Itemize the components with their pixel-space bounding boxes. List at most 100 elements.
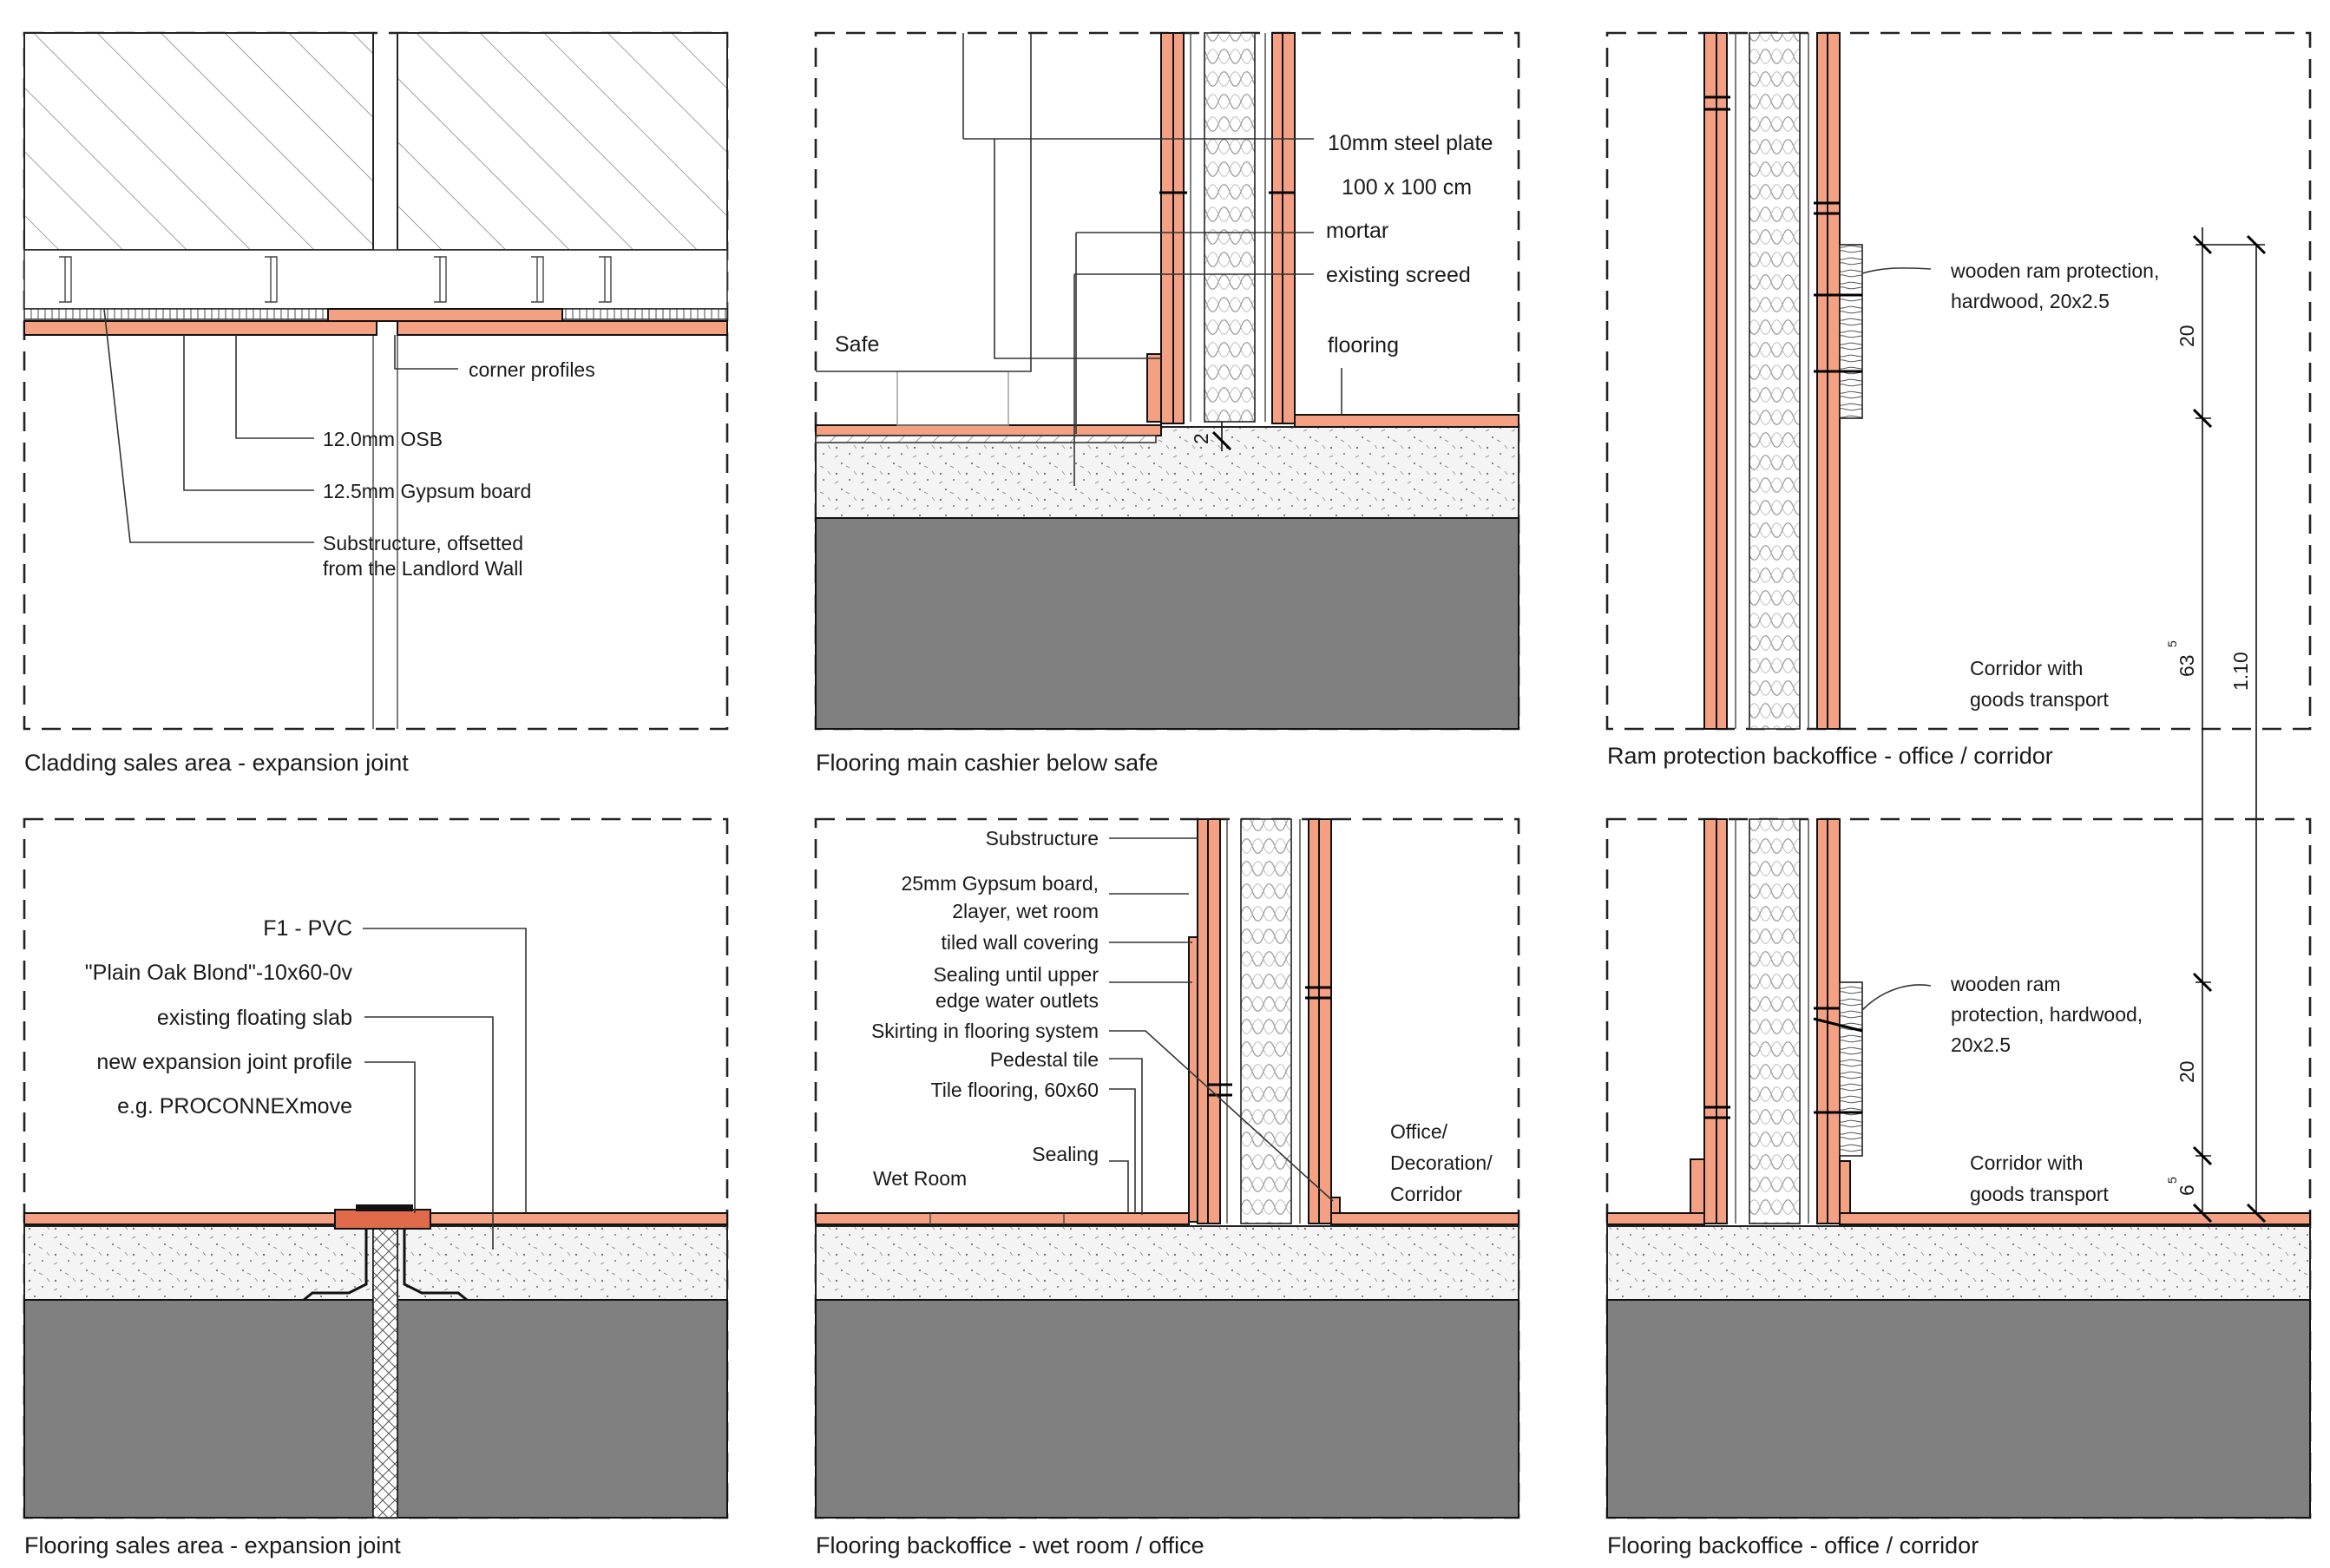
detail-floor-expansion-joint: F1 - PVC "Plain Oak Blond"-10x60-0v exis…	[23, 817, 729, 1558]
fixing-marks	[1704, 1007, 1863, 1119]
gypsum-board-left-2	[1207, 818, 1221, 1224]
gypsum-board-right-1	[1271, 32, 1283, 424]
detail-ram-protection: wooden ram protection, hardwood, 20x2.5 …	[1605, 31, 2312, 1217]
osb-board-left	[23, 308, 329, 320]
label-corridor-2: goods transport	[1970, 1183, 2109, 1205]
detail-office-corridor: wooden ram protection, hardwood, 20x2.5 …	[1605, 817, 2312, 1558]
dimension-63: 63	[2176, 654, 2198, 677]
insulation	[1749, 32, 1801, 730]
landlord-wall-left	[23, 32, 374, 251]
expansion-joint-profile	[334, 1209, 431, 1230]
detail-frame	[814, 817, 1520, 1519]
label-gypsum-board-1: 25mm Gypsum board,	[901, 872, 1099, 895]
label-pedestal-tile: Pedestal tile	[990, 1048, 1099, 1071]
gypsum-board-left-2	[1716, 32, 1728, 730]
floating-slab-right	[397, 1225, 728, 1301]
caption-detail-4: Flooring sales area - expansion joint	[24, 1532, 401, 1558]
detail-frame	[1605, 817, 2312, 1519]
office-flooring	[1330, 1212, 1519, 1225]
pvc-flooring-right	[405, 1212, 728, 1225]
detail-frame	[1605, 31, 2312, 731]
flooring-right	[1294, 414, 1519, 428]
label-corridor-2: goods transport	[1970, 688, 2109, 711]
detail-frame	[23, 31, 729, 731]
insulation	[1204, 32, 1256, 423]
label-expansion-profile: new expansion joint profile	[96, 1050, 352, 1074]
label-substructure: Substructure	[986, 827, 1099, 850]
skirting-left	[1690, 1158, 1705, 1214]
label-oak-blond: "Plain Oak Blond"-10x60-0v	[85, 961, 353, 985]
label-corridor-1: Corridor with	[1970, 1151, 2083, 1174]
flooring-left	[1606, 1212, 1705, 1225]
floating-slab-left	[23, 1225, 374, 1301]
dimension-6: 6	[2176, 1184, 2198, 1196]
osb-board-right	[561, 308, 728, 320]
tile-flooring	[815, 1212, 1190, 1225]
label-safe: Safe	[835, 332, 879, 357]
gypsum-board-right-2	[1318, 818, 1332, 1224]
mortar-bed	[815, 435, 1157, 443]
caption-detail-3: Ram protection backoffice - office / cor…	[1607, 743, 2053, 769]
label-gypsum-board: 12.5mm Gypsum board	[323, 480, 531, 502]
fixing-marks	[1159, 191, 1295, 451]
detail-cladding-expansion-joint: corner profiles 12.0mm OSB 12.5mm Gypsum…	[23, 31, 729, 776]
wooden-ram-protection	[1839, 981, 1863, 1157]
label-pvc: F1 - PVC	[263, 916, 352, 941]
gypsum-board-right-2	[1827, 32, 1841, 730]
profile-anchors	[303, 1229, 468, 1302]
gypsum-board-left-1	[1703, 32, 1717, 730]
skirting-right	[1839, 1160, 1851, 1214]
wooden-ram-protection	[1839, 244, 1863, 419]
label-sealing: Sealing	[1032, 1143, 1099, 1165]
gypsum-board-right-2	[1282, 32, 1296, 424]
gypsum-board-left-1	[1703, 818, 1717, 1224]
label-ram-protection-1: wooden ram protection,	[1950, 259, 2159, 282]
substructure-profiles	[59, 256, 612, 303]
concrete-slab-right	[397, 1299, 728, 1519]
label-ram-1: wooden ram	[1950, 973, 2061, 995]
label-wet-room: Wet Room	[873, 1167, 967, 1190]
concrete-slab-left	[23, 1299, 374, 1519]
label-skirting: Skirting in flooring system	[871, 1020, 1099, 1042]
existing-screed	[815, 426, 1519, 519]
label-proconnex: e.g. PROCONNEXmove	[117, 1094, 352, 1119]
tiled-wall-covering	[1188, 936, 1198, 1223]
insulation	[1240, 818, 1292, 1224]
caption-detail-6: Flooring backoffice - office / corridor	[1607, 1532, 1979, 1558]
label-floating-slab: existing floating slab	[157, 1006, 352, 1030]
insulation	[1749, 818, 1801, 1224]
gypsum-board-right-1	[1816, 32, 1828, 730]
detail-frame	[23, 817, 729, 1519]
fixing-marks	[1208, 986, 1331, 1097]
label-flooring: flooring	[1328, 333, 1399, 358]
label-office-1: Office/	[1390, 1120, 1448, 1143]
fixing-marks	[1704, 95, 1862, 373]
label-ram-3: 20x2.5	[1951, 1033, 2011, 1056]
label-tile-flooring: Tile flooring, 60x60	[931, 1079, 1099, 1101]
screed	[1606, 1225, 2311, 1301]
dimension-total: 1.10	[2229, 652, 2252, 691]
profile-insert	[356, 1204, 413, 1211]
concrete-slab	[815, 517, 1519, 730]
concrete-slab	[815, 1299, 1519, 1519]
dimension-63-superscript: 5	[2165, 640, 2179, 647]
caption-detail-1: Cladding sales area - expansion joint	[24, 750, 409, 776]
screed	[815, 1225, 1519, 1301]
dimension-6-superscript: 5	[2165, 1177, 2179, 1184]
label-gypsum-board-2: 2layer, wet room	[952, 900, 1099, 922]
dimension-20: 20	[2176, 325, 2198, 347]
skirting-left	[1146, 353, 1162, 423]
gypsum-board-left-2	[1172, 32, 1185, 424]
label-existing-screed: existing screed	[1326, 263, 1471, 287]
label-mortar: mortar	[1326, 219, 1388, 243]
label-office-3: Corridor	[1390, 1183, 1462, 1205]
gypsum-board-right-1	[1308, 818, 1320, 1224]
gypsum-board-left	[23, 320, 377, 336]
label-tiled-wall: tiled wall covering	[941, 931, 1099, 954]
corner-profile	[327, 308, 563, 322]
caption-detail-5: Flooring backoffice - wet room / office	[816, 1532, 1204, 1558]
label-substructure-1: Substructure, offsetted	[323, 532, 523, 554]
steel-plate	[815, 424, 1162, 436]
label-plate-size: 100 x 100 cm	[1342, 175, 1472, 200]
